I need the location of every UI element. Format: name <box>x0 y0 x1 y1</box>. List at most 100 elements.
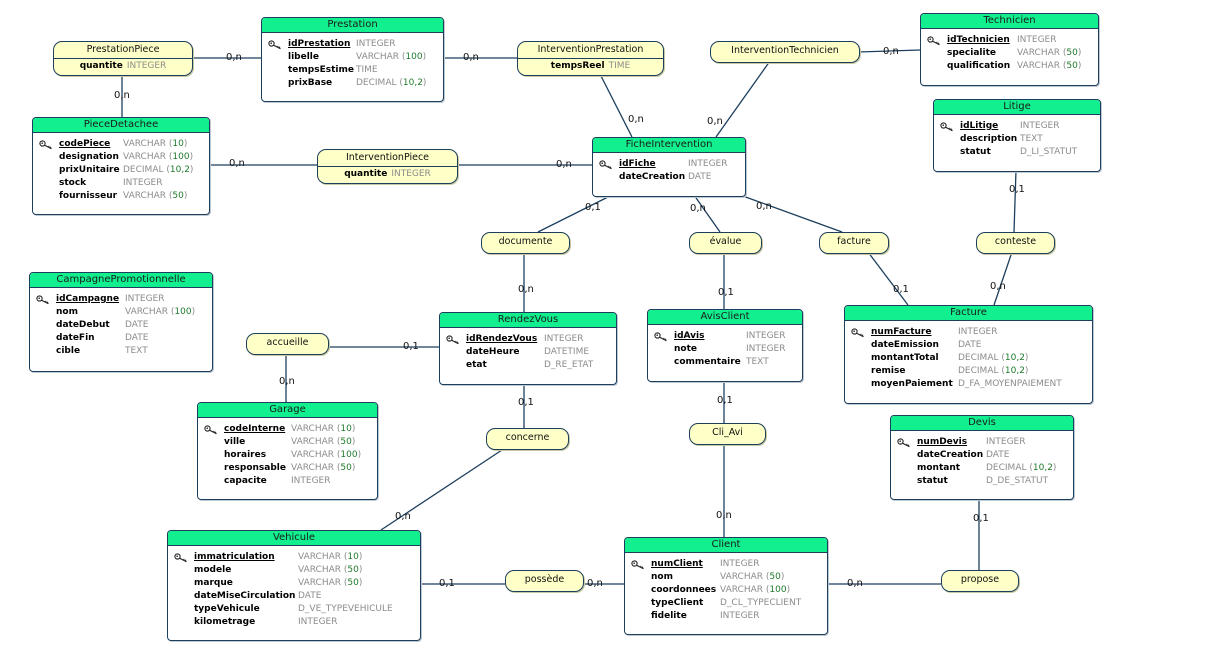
attribute-type: INTEGER <box>298 617 338 627</box>
attribute-type: VARCHAR (100) <box>720 585 791 595</box>
attribute-row: dateEmission DATE <box>871 339 1086 352</box>
primary-key-name: idPrestation <box>288 39 351 49</box>
relationship-line <box>380 447 506 531</box>
association-propose[interactable]: propose <box>941 570 1019 592</box>
attribute-type: VARCHAR (50) <box>1017 61 1082 71</box>
attribute-type: DATE <box>688 172 712 182</box>
association-title: facture <box>837 236 871 247</box>
cardinality-label: 0,n <box>226 52 242 63</box>
association-evalue[interactable]: évalue <box>689 232 762 254</box>
cardinality-label: 0,n <box>279 376 295 387</box>
association-title: accueille <box>266 337 309 348</box>
attribute-name: statut <box>917 476 948 486</box>
attribute-type: INTEGER <box>123 178 163 188</box>
attribute-type: INTEGER <box>391 169 431 179</box>
attribute-name: qualification <box>947 61 1011 71</box>
entity-title: CampagnePromotionnelle <box>30 273 212 288</box>
attribute-type: INTEGER <box>291 476 331 486</box>
cardinality-label: 0,n <box>114 90 130 101</box>
association-interventiontechnicien[interactable]: InterventionTechnicien <box>710 41 860 63</box>
entity-title: AvisClient <box>648 310 802 325</box>
association-concerne[interactable]: concerne <box>486 428 569 450</box>
attribute-type: D_RE_ETAT <box>544 360 594 370</box>
entity-title: Litige <box>934 100 1100 115</box>
cardinality-label: 0,n <box>990 281 1006 292</box>
primary-key-icon <box>174 553 187 563</box>
attribute-type: VARCHAR (50) <box>291 463 356 473</box>
entity-title: Devis <box>891 416 1073 431</box>
association-title: possède <box>524 574 565 585</box>
association-possede[interactable]: possède <box>505 570 584 592</box>
primary-key-icon <box>599 160 612 170</box>
attribute-type: VARCHAR (50) <box>1017 48 1082 58</box>
attribute-name: fidelite <box>651 611 687 621</box>
attribute-type: D_VE_TYPEVEHICULE <box>298 604 393 614</box>
attribute-name: remise <box>871 366 906 376</box>
association-title: PrestationPiece <box>54 42 192 59</box>
association-title: concerne <box>505 432 550 443</box>
attribute-type: DATE <box>958 340 982 350</box>
relationship-line <box>693 194 721 233</box>
attribute-type: VARCHAR (100) <box>123 152 194 162</box>
attribute-type: INTEGER <box>1020 121 1060 131</box>
association-documente[interactable]: documente <box>481 232 570 254</box>
association-accueille[interactable]: accueille <box>246 333 329 355</box>
association-title: évalue <box>709 236 742 247</box>
cardinality-label: 0,n <box>518 284 534 295</box>
attribute-type: INTEGER <box>126 61 167 71</box>
association-cli_avi[interactable]: Cli_Avi <box>689 423 766 445</box>
association-facture_a[interactable]: facture <box>819 232 889 254</box>
attribute-type: INTEGER <box>125 294 165 304</box>
primary-key-name: codePiece <box>59 139 111 149</box>
attribute-name: nom <box>651 572 673 582</box>
attribute-type: TIME <box>356 65 378 75</box>
attribute-name: modele <box>194 565 232 575</box>
association-conteste[interactable]: conteste <box>976 232 1055 254</box>
attribute-type: DECIMAL (10,2) <box>123 165 194 175</box>
attribute-name: typeVehicule <box>194 604 260 614</box>
attribute-name: dateEmission <box>871 340 939 350</box>
attribute-name: nom <box>56 307 78 317</box>
primary-key-icon <box>631 560 644 570</box>
